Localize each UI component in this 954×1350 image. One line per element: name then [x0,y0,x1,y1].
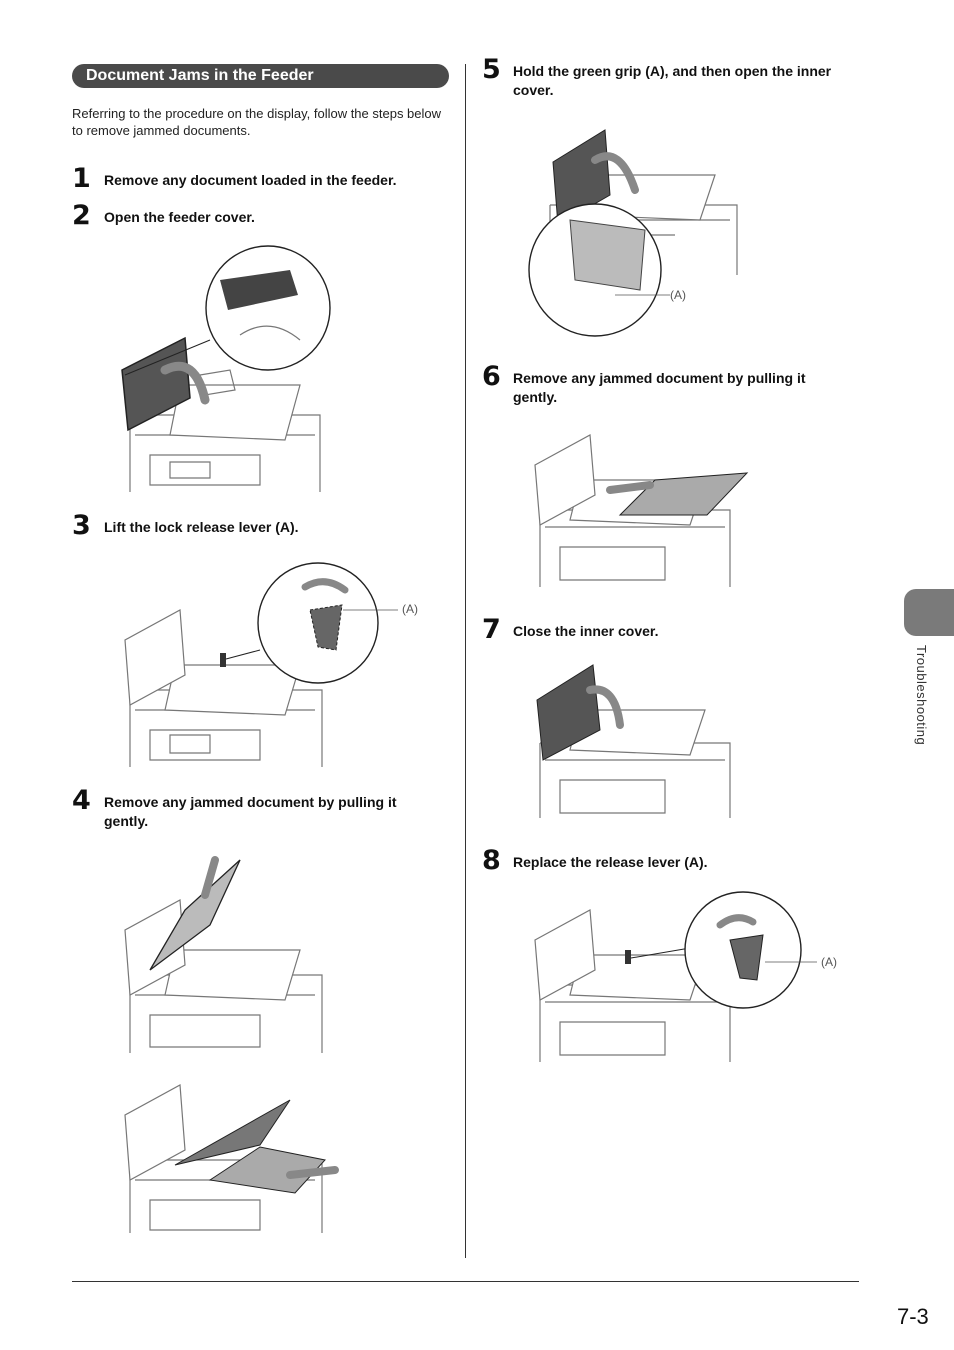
step-1-number: 1 [72,163,91,194]
step-8-number: 8 [482,845,501,876]
column-divider [465,64,466,1258]
figure-lift-lock-release-lever: (A) [110,555,440,770]
page-number: 7-3 [897,1304,929,1329]
step-7-text: Close the inner cover. [513,623,659,639]
figure-remove-jammed-document-1 [110,855,340,1055]
footer-rule [72,1281,859,1282]
section-title: Document Jams in the Feeder [86,67,314,84]
figure-open-inner-cover: (A) [525,120,755,340]
section-header-bar [72,64,449,88]
intro-text: Referring to the procedure on the displa… [72,106,442,138]
chapter-tab-label: Troubleshooting [914,645,929,746]
callout-a-step5: (A) [670,288,686,302]
figure-close-inner-cover [525,655,740,820]
step-5-number: 5 [482,54,501,85]
step-7-number: 7 [482,614,501,645]
chapter-tab [904,589,954,636]
figure-remove-jammed-document-2 [110,1075,350,1235]
callout-a-step8: (A) [821,955,837,969]
step-3-text: Lift the lock release lever (A). [104,519,299,535]
step-2-number: 2 [72,200,91,231]
figure-replace-release-lever: (A) [525,890,845,1065]
step-4-text: Remove any jammed document by pulling it… [104,794,397,829]
step-6-text: Remove any jammed document by pulling it… [513,370,806,405]
figure-remove-jammed-document-3 [525,425,755,590]
callout-a-step3: (A) [402,602,418,616]
step-1-text: Remove any document loaded in the feeder… [104,172,397,188]
step-4-number: 4 [72,785,91,816]
step-2-text: Open the feeder cover. [104,209,255,225]
step-6-number: 6 [482,361,501,392]
figure-open-feeder-cover [110,240,350,495]
step-8-text: Replace the release lever (A). [513,854,708,870]
step-3-number: 3 [72,510,91,541]
step-5-text: Hold the green grip (A), and then open t… [513,63,832,98]
